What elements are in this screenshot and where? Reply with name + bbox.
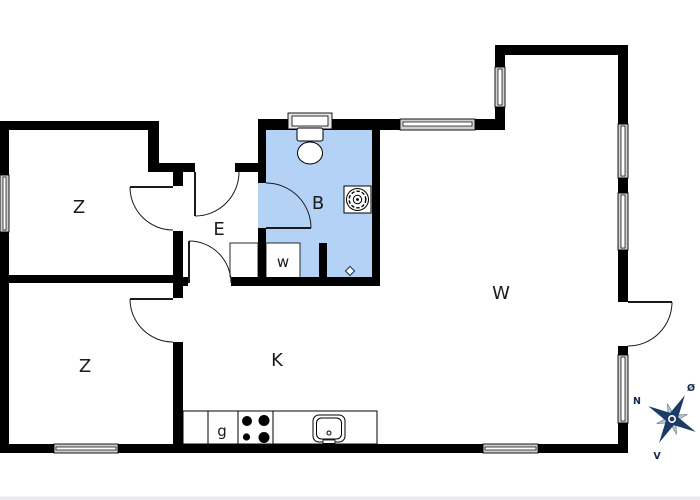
page-bottom-strip bbox=[0, 496, 700, 500]
label-entry: E bbox=[213, 219, 224, 240]
sink-icon bbox=[312, 414, 346, 444]
entry-closet bbox=[229, 242, 259, 280]
wall bbox=[173, 277, 380, 286]
door-swing bbox=[129, 298, 174, 343]
wall bbox=[258, 119, 505, 130]
window bbox=[617, 354, 629, 424]
label-bedroom-bottom: Z bbox=[79, 356, 91, 377]
wall bbox=[0, 444, 628, 453]
window bbox=[617, 123, 629, 179]
door-swing bbox=[194, 171, 240, 217]
washing-machine-icon bbox=[343, 185, 372, 214]
door-opening bbox=[173, 298, 183, 342]
compass-hub-dot bbox=[669, 416, 675, 422]
compass-rose: N Ø V bbox=[633, 383, 696, 462]
window bbox=[399, 118, 476, 131]
wall bbox=[173, 283, 183, 444]
door-opening bbox=[173, 186, 183, 231]
compass-north-label: N bbox=[633, 396, 641, 407]
kitchen-counter bbox=[182, 410, 378, 445]
door-openings bbox=[173, 163, 628, 346]
window bbox=[0, 174, 10, 233]
counter-outline bbox=[182, 410, 378, 445]
door-swing bbox=[129, 186, 174, 231]
windows bbox=[0, 66, 629, 454]
compass-east-label: Ø bbox=[687, 383, 695, 394]
bathroom-fixtures bbox=[296, 127, 372, 277]
wall bbox=[0, 121, 159, 130]
window bbox=[617, 192, 629, 251]
door-opening bbox=[258, 183, 266, 228]
window bbox=[494, 66, 506, 108]
label-bedroom-top: Z bbox=[73, 197, 85, 218]
label-kitchen: K bbox=[271, 350, 284, 371]
window bbox=[53, 443, 119, 454]
wall bbox=[0, 275, 183, 283]
stove-burners-icon bbox=[242, 415, 270, 443]
wall bbox=[319, 243, 327, 286]
wall bbox=[495, 45, 628, 55]
label-living-room: W bbox=[492, 283, 510, 304]
label-stove: g bbox=[217, 422, 227, 440]
wall bbox=[148, 121, 159, 172]
room-labels: Z Z E B K W w g bbox=[73, 193, 510, 440]
wall bbox=[0, 121, 9, 453]
door-opening bbox=[195, 163, 235, 172]
doors bbox=[129, 171, 673, 347]
compass-west-label: V bbox=[653, 451, 661, 462]
window bbox=[287, 112, 333, 130]
wardrobe-niche bbox=[265, 242, 301, 280]
label-wardrobe: w bbox=[277, 253, 289, 271]
window bbox=[482, 443, 539, 454]
label-bathroom: B bbox=[312, 193, 324, 214]
floor-drain-icon bbox=[344, 265, 356, 277]
toilet-icon bbox=[296, 127, 324, 165]
door-swing bbox=[627, 301, 673, 347]
door-opening bbox=[188, 277, 231, 286]
door-swing bbox=[188, 240, 232, 284]
door-swing bbox=[265, 182, 312, 229]
wall bbox=[372, 119, 380, 286]
door-opening bbox=[618, 302, 628, 346]
